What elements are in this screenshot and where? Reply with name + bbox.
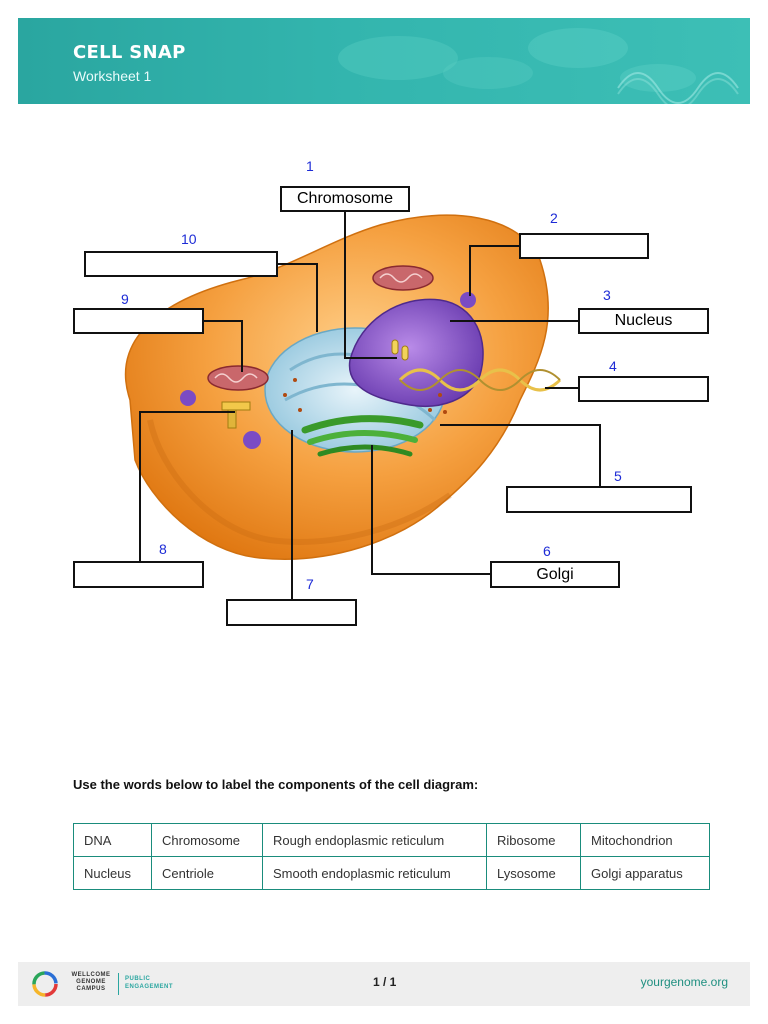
leader-lines xyxy=(139,212,601,600)
label-box-1[interactable]: Chromosome xyxy=(280,186,410,212)
label-number-5: 5 xyxy=(614,468,622,484)
label-box-9[interactable] xyxy=(73,308,204,334)
label-box-2[interactable] xyxy=(519,233,649,259)
label-box-5[interactable] xyxy=(506,486,692,513)
lysosome-shape xyxy=(460,292,476,308)
worksheet-subtitle: Worksheet 1 xyxy=(73,68,152,84)
footer: WELLCOME GENOME CAMPUS PUBLIC ENGAGEMENT… xyxy=(18,962,750,1006)
site-link[interactable]: yourgenome.org xyxy=(640,975,728,989)
chromosome-shape xyxy=(391,339,409,361)
table-row: Nucleus Centriole Smooth endoplasmic ret… xyxy=(73,856,710,890)
label-number-7: 7 xyxy=(306,576,314,592)
golgi-shape xyxy=(301,415,424,457)
label-number-3: 3 xyxy=(603,287,611,303)
label-number-4: 4 xyxy=(609,358,617,374)
logo-subtext: PUBLIC ENGAGEMENT xyxy=(125,976,174,990)
table-row: DNA Chromosome Rough endoplasmic reticul… xyxy=(73,823,710,857)
banner-cell-illustration xyxy=(338,28,739,104)
word-cell: DNA xyxy=(73,823,152,857)
lysosome-shape-2 xyxy=(180,390,196,406)
label-box-6[interactable]: Golgi xyxy=(490,561,620,588)
label-box-3[interactable]: Nucleus xyxy=(578,308,709,334)
cell-diagram xyxy=(124,212,601,600)
word-cell: Rough endoplasmic reticulum xyxy=(262,823,487,857)
mitochondrion-shape-2 xyxy=(372,265,434,291)
word-cell: Golgi apparatus xyxy=(580,856,710,890)
label-box-7[interactable] xyxy=(226,599,357,626)
label-number-6: 6 xyxy=(543,543,551,559)
logo-divider xyxy=(118,973,119,995)
word-cell: Chromosome xyxy=(151,823,263,857)
worksheet-title: CELL SNAP xyxy=(73,42,186,63)
page-number: 1 / 1 xyxy=(373,975,397,989)
instructions-text: Use the words below to label the compone… xyxy=(73,777,479,792)
label-number-1: 1 xyxy=(306,158,314,174)
wellcome-genome-campus-logo: WELLCOME GENOME CAMPUS PUBLIC ENGAGEMENT xyxy=(30,969,200,999)
word-cell: Lysosome xyxy=(486,856,581,890)
label-box-10[interactable] xyxy=(84,251,278,277)
word-cell: Mitochondrion xyxy=(580,823,710,857)
logo-text: WELLCOME GENOME CAMPUS xyxy=(71,972,111,992)
label-number-2: 2 xyxy=(550,210,558,226)
ring-logo-icon xyxy=(32,971,58,997)
label-number-8: 8 xyxy=(159,541,167,557)
word-cell: Nucleus xyxy=(73,856,152,890)
mitochondrion-shape xyxy=(207,365,269,391)
nucleus-shape xyxy=(348,298,484,407)
label-number-10: 10 xyxy=(181,231,197,247)
word-cell: Centriole xyxy=(151,856,263,890)
label-box-8[interactable] xyxy=(73,561,204,588)
word-cell: Ribosome xyxy=(486,823,581,857)
label-box-4[interactable] xyxy=(578,376,709,402)
word-bank-table: DNA Chromosome Rough endoplasmic reticul… xyxy=(73,823,710,890)
lysosome-shape-3 xyxy=(243,431,261,449)
centriole-shape xyxy=(221,401,251,429)
header-banner: CELL SNAP Worksheet 1 xyxy=(18,18,750,104)
ribosome-dots xyxy=(283,378,447,414)
word-cell: Smooth endoplasmic reticulum xyxy=(262,856,487,890)
label-number-9: 9 xyxy=(121,291,129,307)
